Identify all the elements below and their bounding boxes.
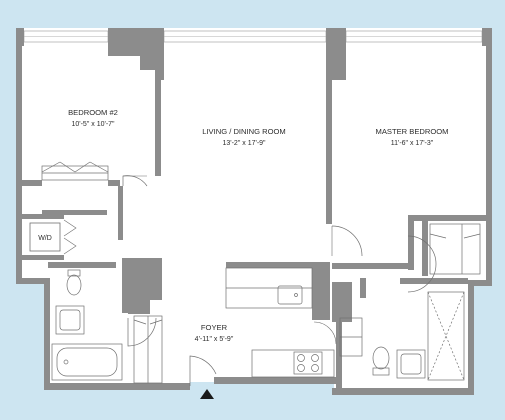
kitchen-counter	[225, 267, 363, 378]
living-dims: 13'-2" x 17'-9"	[222, 140, 266, 147]
washer-dryer-label: W/D	[38, 235, 52, 242]
foyer-closet	[133, 315, 163, 384]
foyer-dims: 4'-11" x 5'-9"	[195, 336, 234, 343]
master-bath-fixtures	[372, 291, 465, 381]
living-name: LIVING / DINING ROOM	[202, 127, 286, 136]
bedroom2-dims: 10'-5" x 10'-7"	[71, 121, 115, 128]
bedroom2-name: BEDROOM #2	[68, 108, 118, 117]
master-closet	[429, 223, 481, 275]
bedroom2-closet	[41, 161, 109, 181]
master-door	[331, 225, 363, 257]
bathroom-fixtures	[51, 269, 123, 381]
foyer-name: FOYER	[201, 323, 228, 332]
master-name: MASTER BEDROOM	[376, 127, 449, 136]
master-dims: 11'-6" x 17'-3"	[391, 140, 434, 147]
entry-door	[189, 355, 217, 386]
walls	[16, 28, 492, 395]
entry-arrow-icon	[200, 389, 214, 399]
washer-dryer: W/D	[29, 222, 61, 252]
